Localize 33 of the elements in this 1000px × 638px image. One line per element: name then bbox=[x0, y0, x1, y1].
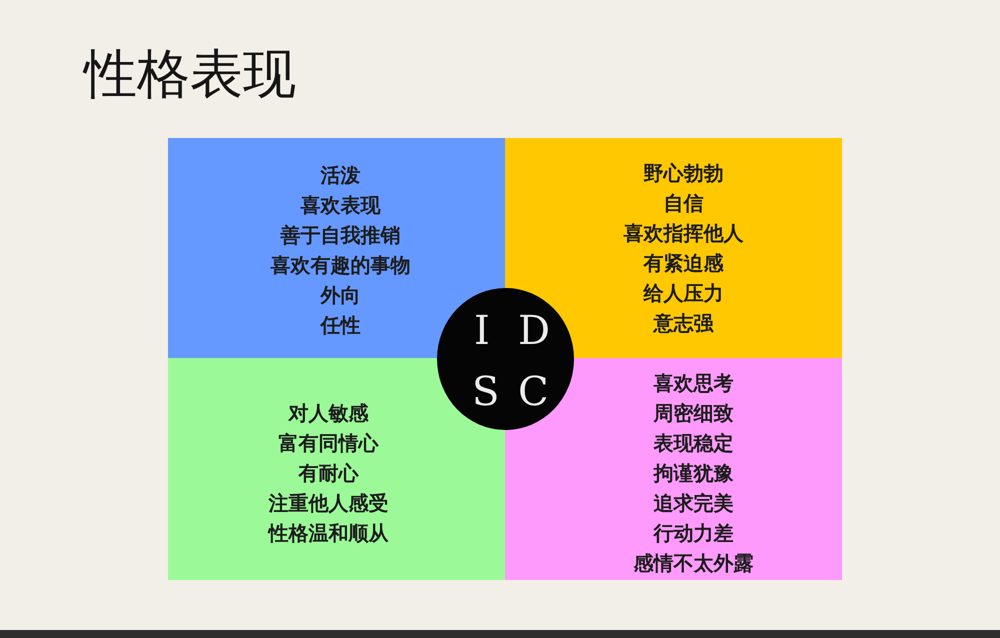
trait-text: 有耐心 bbox=[298, 460, 358, 487]
trait-text: 任性 bbox=[320, 312, 360, 339]
quadrant-box bbox=[168, 358, 505, 580]
trait-text: 性格温和顺从 bbox=[268, 520, 388, 547]
letter-label: D bbox=[518, 308, 550, 354]
quadrant-box bbox=[168, 138, 505, 358]
trait-text: 周密细致 bbox=[654, 400, 734, 427]
title-text: 性格表现 bbox=[84, 43, 296, 107]
trait-text: 追求完美 bbox=[654, 490, 734, 517]
trait-text: 注重他人感受 bbox=[268, 490, 388, 517]
trait-text: 野心勃勃 bbox=[644, 160, 724, 187]
trait-text: 善于自我推销 bbox=[280, 222, 400, 249]
trait-text: 有紧迫感 bbox=[644, 250, 724, 277]
trait-text: 意志强 bbox=[654, 310, 714, 337]
quadrant-box bbox=[505, 138, 842, 358]
trait-text: 喜欢有趣的事物 bbox=[270, 252, 410, 279]
trait-text: 喜欢思考 bbox=[654, 370, 734, 397]
trait-text: 外向 bbox=[320, 282, 360, 309]
letter-label: S bbox=[472, 369, 500, 415]
trait-text: 拘谨犹豫 bbox=[654, 460, 734, 487]
trait-text: 对人敏感 bbox=[288, 400, 368, 427]
trait-text: 感情不太外露 bbox=[634, 550, 754, 577]
letter-label: I bbox=[474, 308, 490, 354]
trait-text: 行动力差 bbox=[654, 520, 734, 547]
trait-text: 喜欢指挥他人 bbox=[624, 220, 744, 247]
trait-text: 喜欢表现 bbox=[300, 192, 380, 219]
trait-text: 给人压力 bbox=[644, 280, 724, 307]
trait-text: 自信 bbox=[664, 190, 704, 217]
trait-text: 表现稳定 bbox=[654, 430, 734, 457]
letter-label: C bbox=[518, 369, 549, 415]
trait-text: 富有同情心 bbox=[278, 430, 378, 457]
quadrant-box bbox=[505, 358, 842, 580]
trait-text: 活泼 bbox=[320, 162, 360, 189]
